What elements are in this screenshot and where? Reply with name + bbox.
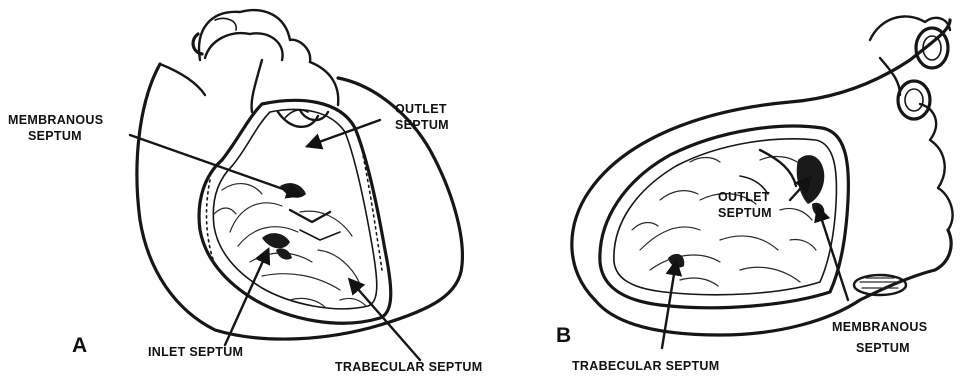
label-outlet-septum-a-line1: OUTLET	[395, 102, 447, 116]
label-trabecular-septum-b: TRABECULAR SEPTUM	[572, 359, 719, 373]
panel-b-heart-drawing	[572, 16, 953, 335]
label-outlet-septum-b-line2: SEPTUM	[718, 206, 772, 220]
membranous-septum-arrow-a	[130, 135, 300, 195]
label-outlet-septum-b-line1: OUTLET	[718, 190, 770, 204]
inlet-septum-arrow	[225, 250, 268, 345]
label-membranous-septum-b-line2: SEPTUM	[856, 341, 910, 355]
label-trabecular-septum-a: TRABECULAR SEPTUM	[335, 360, 482, 374]
label-membranous-septum-a-line2: SEPTUM	[28, 129, 82, 143]
panel-letter-a: A	[72, 334, 87, 357]
outlet-septum-arrow-a	[308, 120, 380, 146]
label-outlet-septum-a-line2: SEPTUM	[395, 118, 449, 132]
trabecular-septum-arrow-a	[350, 280, 420, 360]
label-inlet-septum: INLET SEPTUM	[148, 345, 243, 359]
panel-letter-b: B	[556, 324, 571, 347]
label-membranous-septum-b-line1: MEMBRANOUS	[832, 320, 927, 334]
label-membranous-septum-a-line1: MEMBRANOUS	[8, 113, 103, 127]
panel-a-heart-drawing	[137, 10, 462, 339]
